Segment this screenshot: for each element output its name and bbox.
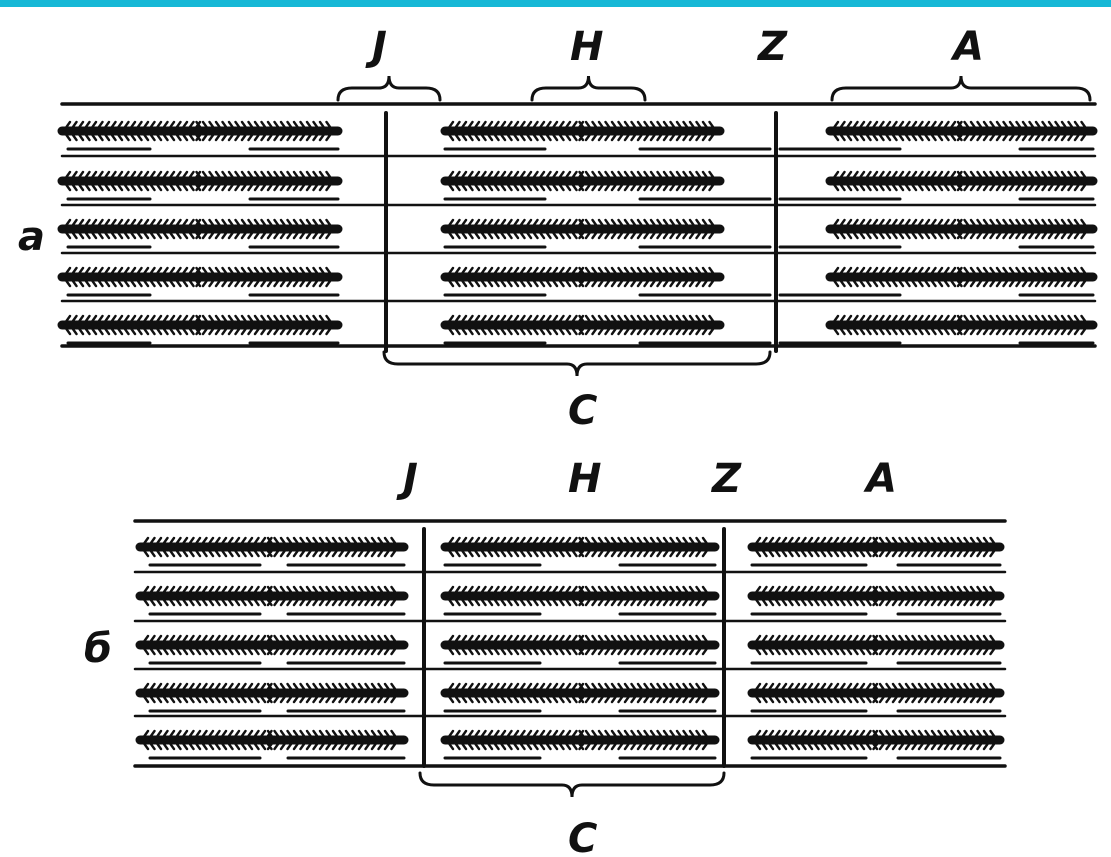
panel-b-label-h: H bbox=[568, 456, 601, 502]
panel-b-label-c: C bbox=[568, 816, 597, 857]
brace-c bbox=[418, 771, 726, 798]
thick-filament bbox=[135, 634, 409, 656]
panel-a-label-h: H bbox=[570, 24, 603, 70]
thick-filament bbox=[825, 120, 1098, 142]
brace-c bbox=[382, 350, 772, 377]
panel-b-label: б bbox=[84, 626, 112, 672]
thick-filament bbox=[440, 218, 725, 240]
panel-a-label-c: C bbox=[568, 388, 597, 434]
panel-b-label-a: A bbox=[863, 456, 897, 502]
thick-filament bbox=[57, 120, 343, 142]
panel-a-label: а bbox=[18, 214, 45, 260]
thick-filament bbox=[440, 266, 725, 288]
thick-filament bbox=[825, 170, 1098, 192]
brace-j bbox=[336, 75, 442, 102]
thick-filament bbox=[135, 729, 409, 751]
thick-filament bbox=[440, 634, 720, 656]
top-accent-bar bbox=[0, 0, 1111, 7]
thick-filament bbox=[747, 585, 1005, 607]
brace-h bbox=[530, 75, 647, 102]
thick-filament bbox=[747, 729, 1005, 751]
thick-filament bbox=[825, 314, 1098, 336]
panel-b-label-j: J bbox=[396, 456, 418, 502]
panel-b-label-z: Z bbox=[710, 456, 742, 502]
thick-filament bbox=[135, 536, 409, 558]
thick-filament bbox=[135, 682, 409, 704]
panel-b bbox=[133, 519, 1007, 798]
thick-filament bbox=[440, 536, 720, 558]
thick-filament bbox=[440, 170, 725, 192]
thick-filament bbox=[440, 314, 725, 336]
thick-filament bbox=[57, 218, 343, 240]
thick-filament bbox=[747, 682, 1005, 704]
thick-filament bbox=[57, 266, 343, 288]
thick-filament bbox=[440, 682, 720, 704]
labels-layer: а J H Z A C б J H Z A C bbox=[18, 24, 984, 857]
thick-filament bbox=[747, 536, 1005, 558]
thick-filament bbox=[440, 585, 720, 607]
thick-filament bbox=[57, 314, 343, 336]
panel-a-label-z: Z bbox=[756, 24, 788, 70]
thick-filament bbox=[747, 634, 1005, 656]
panel-a-label-j: J bbox=[365, 24, 387, 70]
brace-a bbox=[830, 75, 1092, 102]
panel-a bbox=[57, 75, 1098, 377]
thick-filament bbox=[825, 218, 1098, 240]
thick-filament bbox=[825, 266, 1098, 288]
thick-filament bbox=[440, 120, 725, 142]
thick-filament bbox=[135, 585, 409, 607]
panel-a-label-a: A bbox=[950, 24, 984, 70]
thick-filament bbox=[440, 729, 720, 751]
thick-filament bbox=[57, 170, 343, 192]
